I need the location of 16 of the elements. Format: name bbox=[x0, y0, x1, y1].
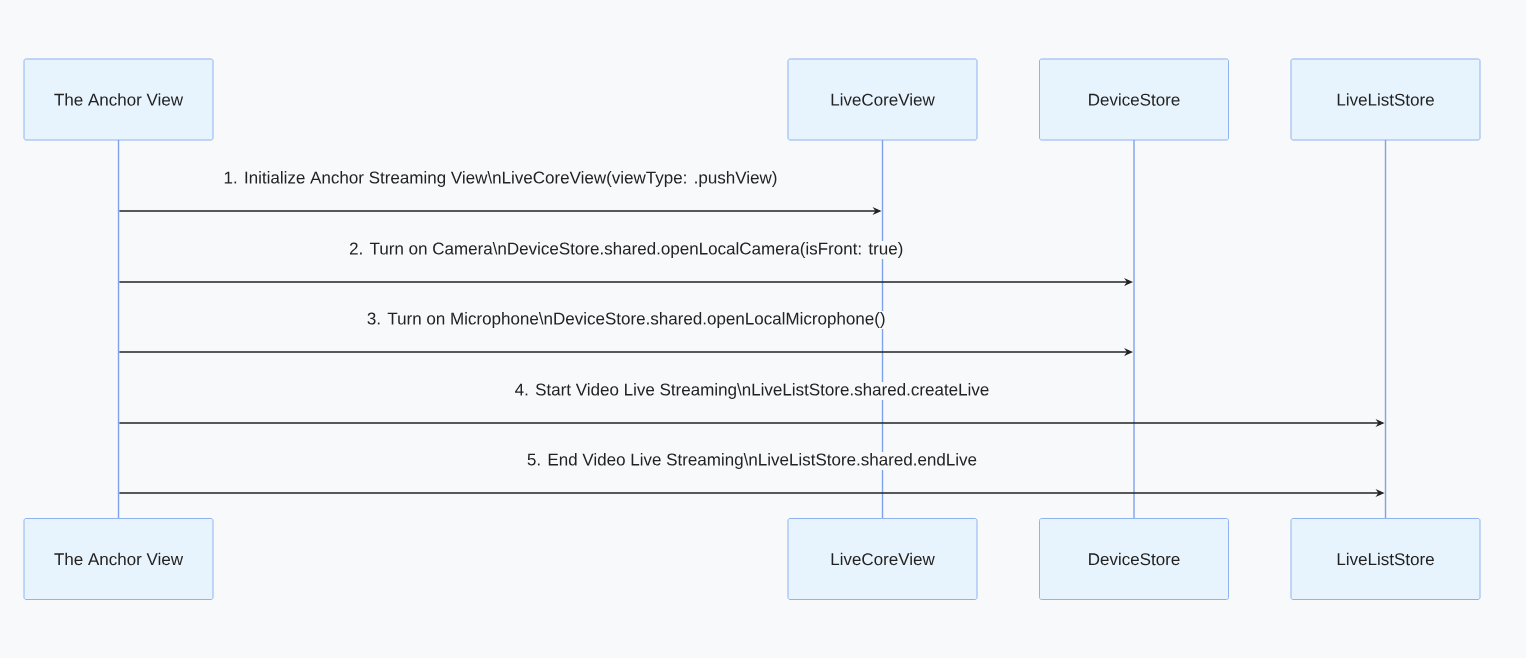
participant-box: The Anchor View bbox=[23, 518, 214, 600]
participant-box: DeviceStore bbox=[1039, 58, 1229, 141]
lifeline bbox=[1133, 140, 1135, 518]
edge-label: 4. Start Video Live Streaming\nLiveListStore.shared.createLive bbox=[513, 382, 991, 400]
edge-label: 5. End Video Live Streaming\nLiveListStore.shared.endLive bbox=[525, 452, 979, 470]
participant-box: DeviceStore bbox=[1039, 518, 1229, 600]
participant-box: LiveCoreView bbox=[787, 518, 978, 600]
participant-box: LiveListStore bbox=[1290, 58, 1481, 141]
lifeline bbox=[1384, 140, 1387, 518]
edge-label: 1. Initialize Anchor Streaming View\nLiveCoreView(viewType: .pushView) bbox=[222, 170, 779, 188]
participant-box: LiveListStore bbox=[1290, 518, 1481, 600]
lifeline bbox=[117, 140, 120, 518]
participant-box: LiveCoreView bbox=[787, 58, 978, 141]
edge-label: 3. Turn on Microphone\nDeviceStore.shared.openLocalMicrophone() bbox=[365, 311, 887, 329]
edge-label: 2. Turn on Camera\nDeviceStore.shared.openLocalCamera(isFront: true) bbox=[348, 241, 905, 259]
participant-box: The Anchor View bbox=[23, 58, 214, 141]
